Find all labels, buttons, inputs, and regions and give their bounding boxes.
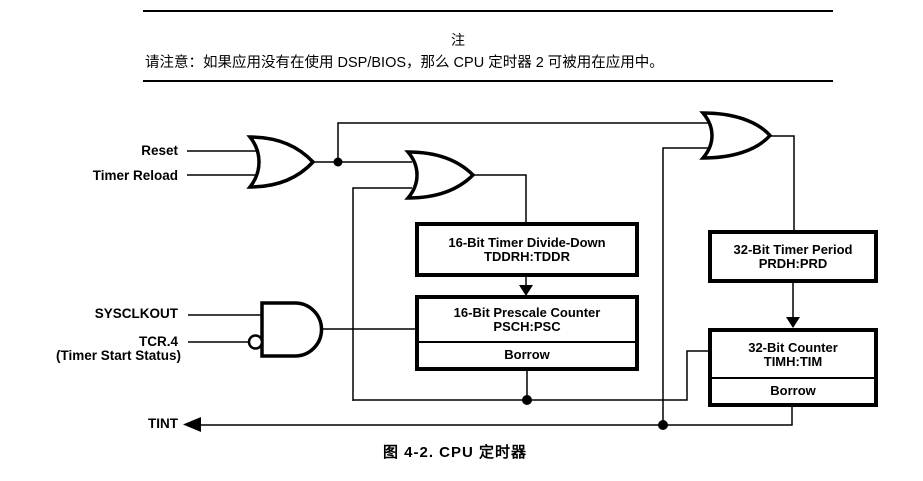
wire-or3-to-prd bbox=[768, 135, 795, 232]
counter-borrow-section: Borrow bbox=[712, 377, 874, 403]
or-gate-counter-load bbox=[699, 111, 773, 160]
and-gate-clock bbox=[260, 301, 324, 358]
junction-dot bbox=[658, 420, 668, 430]
block-line2: TIMH:TIM bbox=[763, 353, 823, 369]
junction-dot bbox=[333, 157, 343, 167]
block-line1: 32-Bit Timer Period bbox=[733, 241, 853, 257]
note-divider-top bbox=[143, 10, 833, 12]
wire-tint-to-or3-bottom bbox=[662, 147, 715, 425]
label-timer-reload: Timer Reload bbox=[92, 168, 178, 183]
wire-tint-line bbox=[199, 407, 793, 426]
block-line1: 16-Bit Timer Divide-Down bbox=[448, 234, 606, 250]
block-line2: TDDRH:TDDR bbox=[484, 248, 570, 264]
label-timer-start-status: (Timer Start Status) bbox=[55, 348, 181, 363]
note-body: 请注意：如果应用没有在使用 DSP/BIOS，那么 CPU 定时器 2 可被用在… bbox=[145, 55, 664, 71]
or-gate-prescale-load bbox=[404, 150, 476, 200]
label-sysclkout: SYSCLKOUT bbox=[94, 306, 178, 321]
divide-down-register-block: 16-Bit Timer Divide-Down TDDRH:TDDR bbox=[415, 222, 639, 277]
junction-dot bbox=[522, 395, 532, 405]
block-line2: PRDH:PRD bbox=[758, 255, 828, 271]
wire-borrow-to-or2 bbox=[352, 187, 412, 401]
arrow-left-icon bbox=[183, 417, 201, 432]
wire-feedback-to-or3-top bbox=[337, 122, 715, 162]
note-divider-bottom bbox=[143, 80, 833, 82]
wire-borrow-to-counter bbox=[353, 350, 710, 401]
prescale-borrow-section: Borrow bbox=[419, 341, 635, 367]
label-tcr4: TCR.4 bbox=[138, 334, 178, 349]
block-line1: 16-Bit Prescale Counter bbox=[453, 305, 601, 320]
label-tint: TINT bbox=[148, 416, 178, 431]
wire-or2-to-tddr bbox=[471, 174, 527, 224]
inverter-bubble-icon bbox=[247, 334, 264, 350]
arrow-down-icon bbox=[519, 285, 533, 296]
or-gate-reset-reload bbox=[246, 135, 316, 189]
note-title: 注 bbox=[451, 32, 465, 48]
timer-period-register-block: 32-Bit Timer Period PRDH:PRD bbox=[708, 230, 878, 283]
block-line2: PSCH:PSC bbox=[493, 319, 561, 334]
figure-caption: 图 4-2. CPU 定时器 bbox=[383, 444, 528, 461]
arrow-down-icon bbox=[786, 317, 800, 328]
label-reset: Reset bbox=[141, 143, 178, 158]
block-line1: 32-Bit Counter bbox=[748, 339, 838, 355]
counter-register-block: 32-Bit Counter TIMH:TIM Borrow bbox=[708, 328, 878, 407]
prescale-counter-block: 16-Bit Prescale Counter PSCH:PSC Borrow bbox=[415, 295, 639, 371]
